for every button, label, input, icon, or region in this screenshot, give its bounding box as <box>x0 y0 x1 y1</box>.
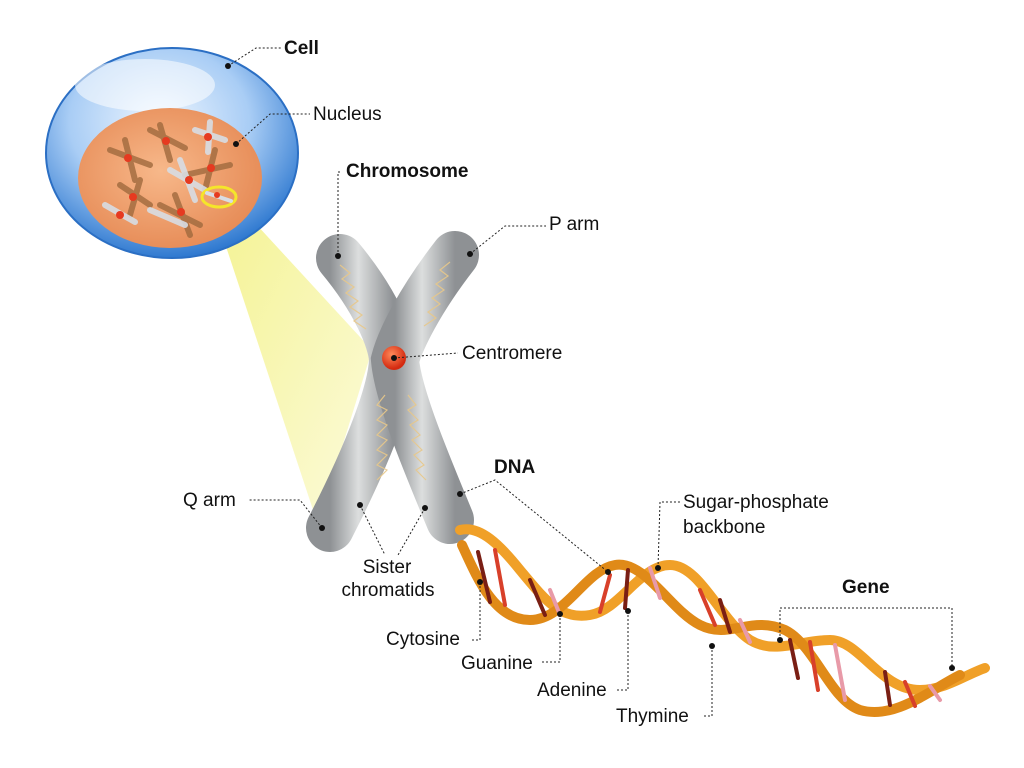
dna-helix <box>455 524 990 717</box>
label-centromere: Centromere <box>462 343 563 364</box>
label-backbone: backbone <box>683 517 766 538</box>
label-q-arm: Q arm <box>183 490 236 511</box>
label-chromatids: chromatids <box>341 580 435 601</box>
nucleus-shape <box>78 108 262 248</box>
magnification-beam <box>208 192 372 525</box>
leader-dots <box>225 63 955 671</box>
label-cell: Cell <box>284 38 319 59</box>
label-p-arm: P arm <box>549 214 600 235</box>
leader-lines <box>227 47 953 717</box>
label-cytosine: Cytosine <box>386 629 460 650</box>
label-sister: Sister <box>362 557 412 578</box>
label-gene: Gene <box>842 577 890 598</box>
label-chromosome: Chromosome <box>346 161 469 182</box>
label-adenine: Adenine <box>537 680 607 701</box>
label-guanine: Guanine <box>461 653 533 674</box>
label-thymine: Thymine <box>616 706 689 727</box>
label-nucleus: Nucleus <box>313 104 382 125</box>
label-dna: DNA <box>494 457 536 478</box>
label-sugar-phosphate: Sugar-phosphate <box>683 492 829 513</box>
